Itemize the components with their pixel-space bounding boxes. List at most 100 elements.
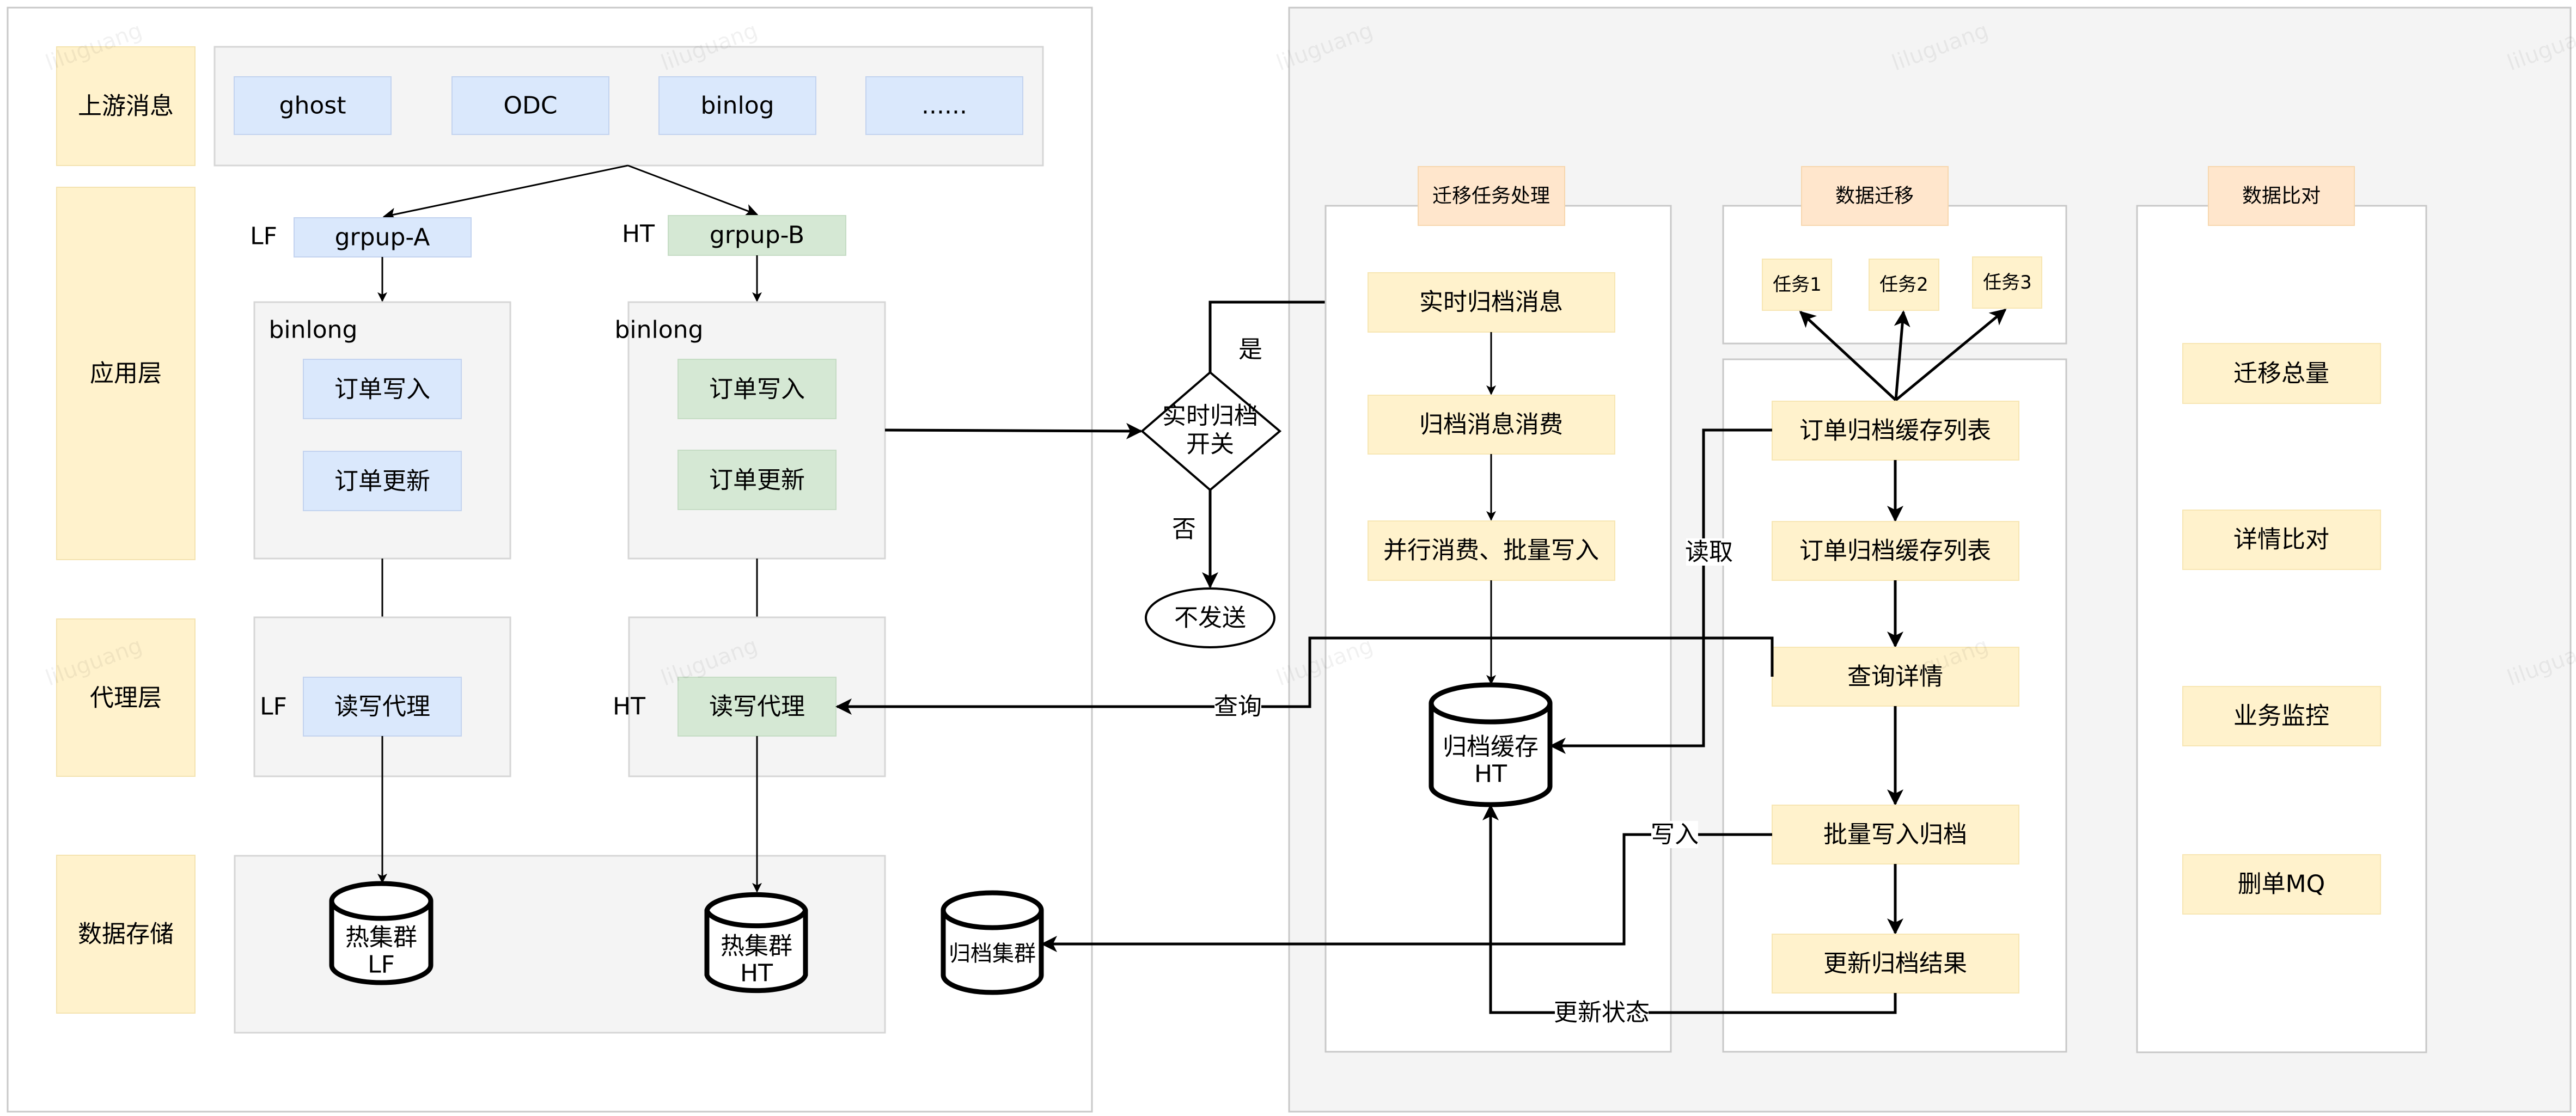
migration-panel-header: 数据迁移: [1801, 166, 1949, 226]
order-update-a-label: 订单更新: [334, 468, 430, 495]
order-update-b: 订单更新: [677, 450, 837, 510]
task-step-3-label: 并行消费、批量写入: [1383, 537, 1599, 565]
task-panel: [1324, 205, 1672, 1053]
decision-no-label: 否: [1172, 516, 1196, 543]
proxy-b-site-label: HT: [613, 693, 645, 721]
binlog-b-label: binlong: [614, 316, 703, 344]
order-update-b-label: 订单更新: [709, 467, 805, 494]
db-lf-line1: 热集群: [345, 924, 417, 952]
group-a-site-label: LF: [250, 223, 277, 250]
compare-item-detail: 详情比对: [2182, 510, 2381, 570]
decision-realtime-archive-switch: 实时归档 开关: [1140, 371, 1282, 492]
order-write-b: 订单写入: [677, 359, 837, 419]
binlog-a-label: binlong: [268, 316, 357, 344]
migration-step-update-result: 更新归档结果: [1772, 934, 2019, 994]
source-more: ......: [865, 76, 1023, 135]
layer-label-app-text: 应用层: [90, 360, 162, 388]
edge-read: [1549, 428, 1772, 754]
migration-task-2-label: 任务2: [1879, 274, 1928, 296]
edge-list-to-task-3: [1895, 309, 2007, 401]
edge-update-status: [1482, 804, 1897, 1014]
edge-list-to-task-1: [1799, 310, 1897, 401]
group-b-box: grpup-B: [668, 215, 846, 256]
migration-step-1-label: 订单归档缓存列表: [1799, 417, 1991, 445]
order-write-a-label: 订单写入: [334, 376, 430, 403]
compare-panel: [2136, 205, 2427, 1053]
decision-line2: 开关: [1186, 431, 1234, 458]
migration-step-5-label: 更新归档结果: [1823, 950, 1967, 978]
compare-item-4-label: 删单MQ: [2238, 870, 2325, 898]
task-step-batch-write: 并行消费、批量写入: [1368, 520, 1615, 581]
layer-label-upstream-text: 上游消息: [78, 93, 174, 120]
edge-write-label: 写入: [1651, 821, 1699, 849]
db-hot-cluster-ht: 热集群 HT: [704, 892, 808, 994]
source-binlog-label: binlog: [700, 92, 774, 120]
migration-panel-header-label: 数据迁移: [1835, 185, 1914, 207]
proxy-a-box: 读写代理: [303, 677, 462, 737]
migration-step-query-detail: 查询详情: [1772, 647, 2019, 707]
edge-write-label-bg: [1651, 821, 1698, 848]
edge-decision-yes: [1208, 294, 1369, 372]
edge-list-to-task-2: [1894, 310, 1910, 401]
order-write-a: 订单写入: [303, 359, 462, 419]
source-odc: ODC: [451, 76, 609, 135]
layer-label-storage-text: 数据存储: [78, 921, 174, 948]
migration-step-4-label: 批量写入归档: [1823, 821, 1967, 849]
group-b-label: grpup-B: [710, 222, 804, 249]
source-odc-label: ODC: [503, 92, 557, 120]
db-ht-line1: 热集群: [721, 933, 792, 960]
edge-update-status-label: 更新状态: [1554, 999, 1650, 1027]
proxy-b-label: 读写代理: [709, 693, 805, 721]
migration-task-1-label: 任务1: [1773, 274, 1822, 296]
migration-step-batch-archive: 批量写入归档: [1772, 805, 2019, 864]
edge-upstream-to-group-a: [382, 164, 628, 221]
order-write-b-label: 订单写入: [709, 376, 805, 403]
compare-panel-header-label: 数据比对: [2242, 185, 2321, 207]
layer-label-proxy: 代理层: [56, 618, 196, 777]
task-panel-header-label: 迁移任务处理: [1432, 185, 1550, 207]
db-ht-line2: HT: [740, 960, 773, 988]
compare-item-delete-mq: 删单MQ: [2182, 854, 2381, 915]
task-step-1-label: 实时归档消息: [1419, 289, 1563, 316]
group-a-box: grpup-A: [294, 217, 472, 257]
migration-step-2-label: 订单归档缓存列表: [1799, 537, 1991, 565]
cache-line2: HT: [1474, 761, 1507, 788]
edge-binlog-b-to-decision: [884, 422, 1143, 439]
group-a-label: grpup-A: [335, 224, 430, 252]
migration-task-3: 任务3: [1972, 256, 2042, 309]
compare-panel-header: 数据比对: [2208, 166, 2355, 226]
task-panel-header: 迁移任务处理: [1418, 166, 1565, 226]
db-archive-cache-ht: 归档缓存 HT: [1429, 682, 1553, 807]
proxy-b-box: 读写代理: [677, 677, 837, 737]
edge-query-label-bg: [1214, 692, 1261, 721]
edge-upstream-to-group-b: [627, 164, 759, 217]
cache-line1: 归档缓存: [1443, 733, 1539, 761]
layer-label-storage: 数据存储: [56, 855, 196, 1014]
proxy-a-label: 读写代理: [334, 693, 430, 721]
db-archive-cluster: 归档集群: [941, 890, 1044, 995]
decision-line1: 实时归档: [1162, 402, 1258, 430]
compare-item-3-label: 业务监控: [2233, 702, 2329, 730]
edge-query-label: 查询: [1214, 693, 1262, 721]
binlog-container-a: [253, 301, 511, 560]
layer-label-app: 应用层: [56, 187, 196, 560]
proxy-a-site-label: LF: [260, 693, 287, 721]
task-step-2-label: 归档消息消费: [1419, 411, 1563, 439]
layer-label-proxy-text: 代理层: [90, 684, 162, 712]
edge-query: [835, 636, 1774, 715]
compare-item-total: 迁移总量: [2182, 343, 2381, 404]
edge-read-label: 读取: [1685, 538, 1733, 566]
decision-yes-label: 是: [1238, 336, 1262, 364]
migration-task-2: 任务2: [1869, 259, 1939, 311]
compare-item-monitor: 业务监控: [2182, 686, 2381, 746]
no-send-label: 不发送: [1174, 604, 1246, 632]
migration-step-cache-list-1: 订单归档缓存列表: [1772, 401, 2019, 461]
db-lf-line2: LF: [368, 951, 395, 979]
compare-item-2-label: 详情比对: [2233, 526, 2329, 554]
migration-task-1: 任务1: [1762, 259, 1832, 311]
task-step-consume: 归档消息消费: [1368, 395, 1615, 455]
edge-read-label-bg: [1686, 538, 1732, 566]
group-b-site-label: HT: [622, 220, 655, 248]
migration-step-cache-list-2: 订单归档缓存列表: [1772, 521, 2019, 581]
